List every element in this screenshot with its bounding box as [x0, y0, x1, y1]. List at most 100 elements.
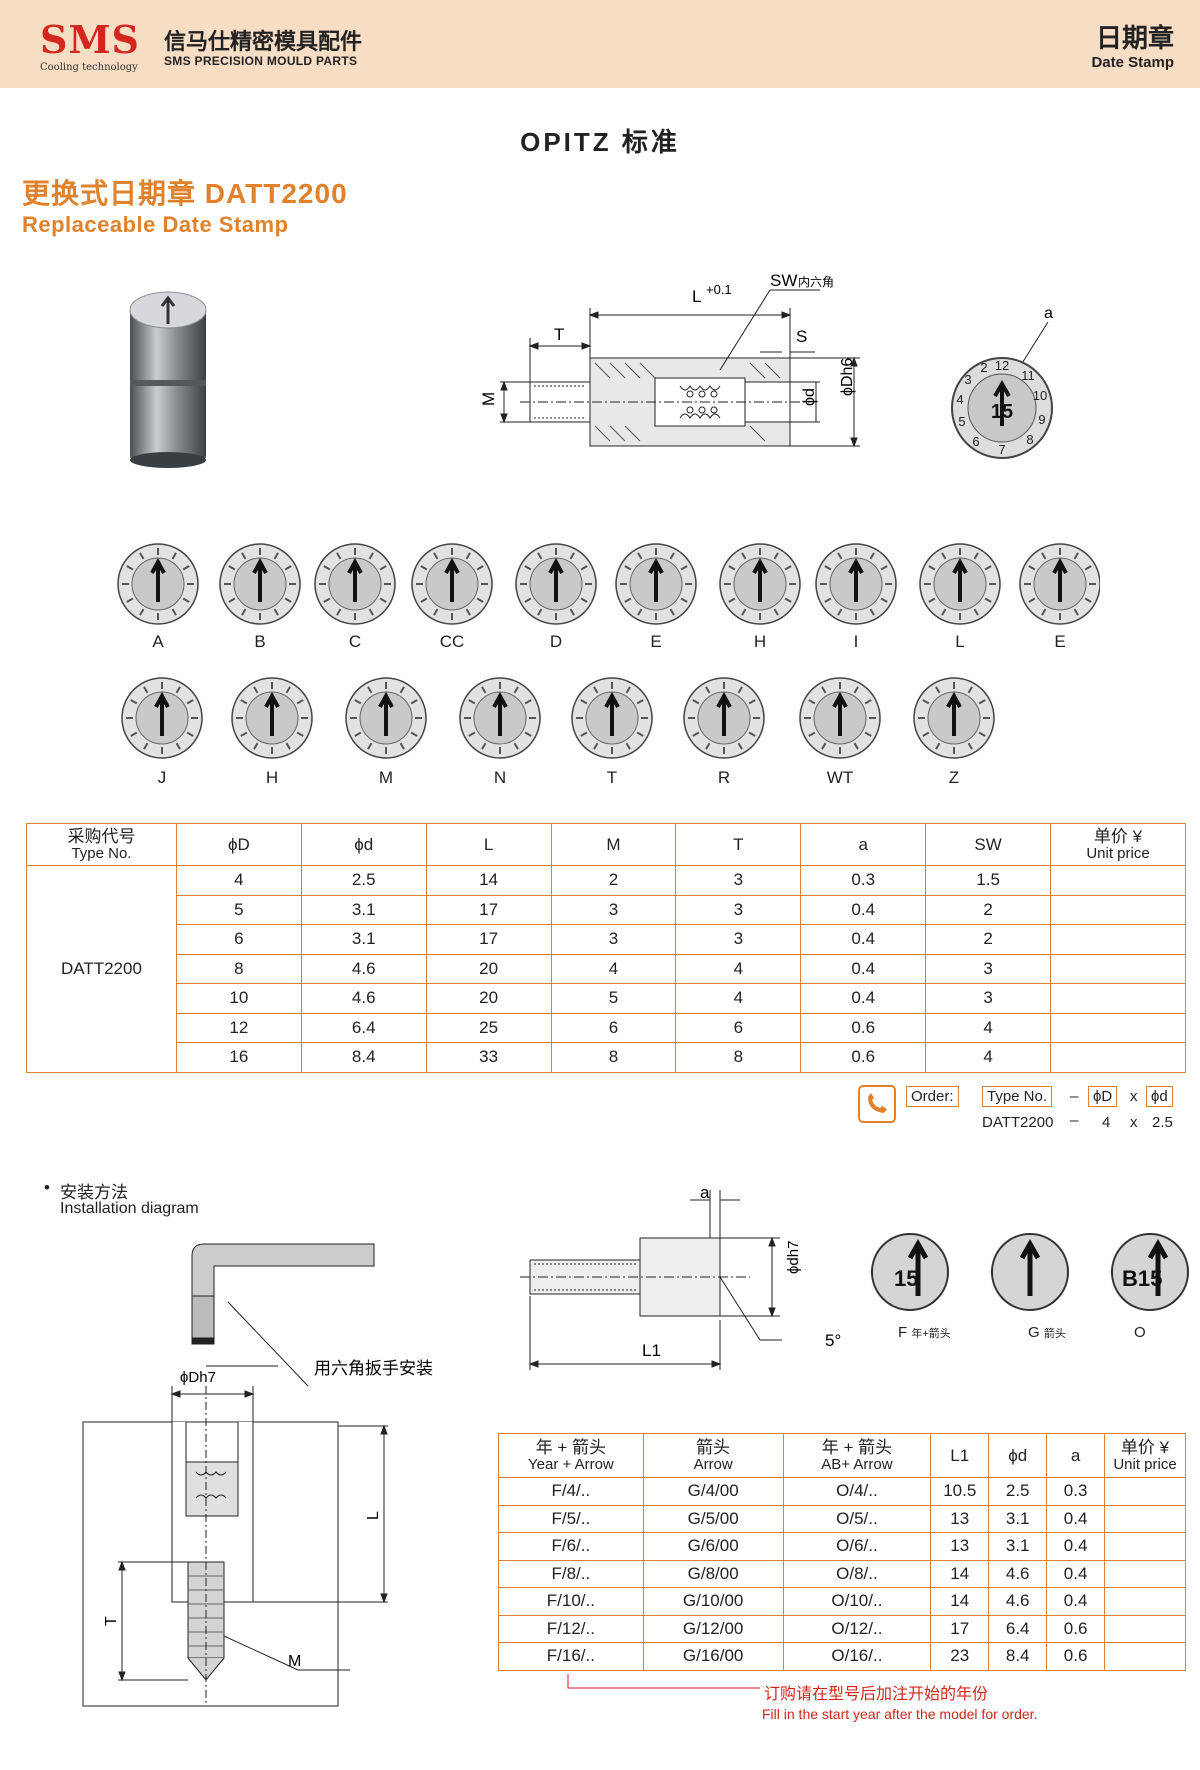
installation-title-en: Installation diagram — [60, 1200, 199, 1217]
page-header: SMS Cooling technology 信马仕精密模具配件 SMS PRE… — [0, 0, 1200, 88]
table-cell: 4 — [550, 953, 677, 984]
table-cell: 4 — [675, 953, 802, 984]
dial-label-r: R — [717, 768, 731, 787]
table-cell: 0.4 — [800, 983, 927, 1014]
table-cell: 0.4 — [1046, 1587, 1106, 1616]
table-cell: 6.4 — [300, 1012, 427, 1043]
dial-types-row-2 — [121, 677, 995, 759]
date-dial-r — [683, 677, 765, 759]
date-dial-e — [615, 543, 697, 625]
table-cell — [1104, 1642, 1186, 1671]
table-cell: F/6/.. — [498, 1532, 644, 1561]
spec-header-8: 单价 ¥Unit price — [1050, 823, 1186, 866]
dim-M-label: M — [479, 392, 498, 406]
date-dial-t — [571, 677, 653, 759]
svg-text:3: 3 — [964, 372, 971, 387]
table-cell: 0.4 — [1046, 1532, 1106, 1561]
date-dial-j — [121, 677, 203, 759]
date-dial-e — [1019, 543, 1100, 625]
insert-types: 15 B15 — [871, 1233, 1189, 1311]
table-cell: F/12/.. — [498, 1614, 644, 1643]
table-cell — [1104, 1532, 1186, 1561]
dial-label-n: N — [493, 768, 507, 787]
table-cell: 3.1 — [988, 1504, 1048, 1533]
spec-header-2: ϕd — [300, 823, 427, 866]
table-cell: 3 — [675, 924, 802, 955]
table-cell: 20 — [425, 953, 552, 984]
table-cell: F/4/.. — [498, 1477, 644, 1506]
table-cell — [1050, 865, 1186, 896]
insert-type-F-note: 年+箭头 — [911, 1328, 951, 1340]
svg-text:2: 2 — [980, 360, 987, 375]
section-title-en: Date Stamp — [1091, 54, 1174, 71]
dim-SW-note: 内六角 — [798, 275, 834, 289]
table-cell: F/10/.. — [498, 1587, 644, 1616]
table-cell: 0.6 — [1046, 1614, 1106, 1643]
table-cell: 3.1 — [300, 894, 427, 925]
table-cell: 4 — [925, 1042, 1052, 1073]
svg-text:B15: B15 — [1122, 1266, 1162, 1291]
table-cell: 4 — [175, 865, 302, 896]
date-dial-c — [314, 543, 396, 625]
insert-angle: 5° — [825, 1331, 841, 1350]
table-cell: 13 — [930, 1504, 990, 1533]
spec-header-4: M — [550, 823, 677, 866]
svg-text:15: 15 — [991, 401, 1013, 423]
table-cell: 3 — [550, 894, 677, 925]
table-cell: 0.6 — [800, 1012, 927, 1043]
table-cell: G/16/00 — [642, 1642, 784, 1671]
table-cell: 17 — [930, 1614, 990, 1643]
product-title-cn: 更换式日期章 DATT2200 — [22, 178, 348, 209]
dial-label-j: J — [157, 768, 167, 787]
install-dim-L: L — [365, 1511, 382, 1520]
table-cell: 33 — [425, 1042, 552, 1073]
table-cell: 8 — [550, 1042, 677, 1073]
table-cell: 2 — [925, 894, 1052, 925]
table-cell: 0.4 — [1046, 1504, 1106, 1533]
table-cell: O/4/.. — [782, 1477, 932, 1506]
dial-label-wt: WT — [826, 768, 854, 787]
order-note-cn: 订购请在型号后加注开始的年份 — [764, 1686, 989, 1703]
dial-label-e: E — [650, 632, 662, 651]
table-cell: 8 — [175, 953, 302, 984]
insert-header-5: a — [1046, 1433, 1106, 1478]
product-photo — [129, 291, 207, 468]
table-cell: 3 — [925, 983, 1052, 1014]
table-cell: F/16/.. — [498, 1642, 644, 1671]
table-cell: 0.4 — [800, 924, 927, 955]
dial-label-z: Z — [948, 768, 960, 787]
logo-wordmark: SMS — [40, 17, 140, 62]
table-cell: O/16/.. — [782, 1642, 932, 1671]
insert-drawing: a ϕdh7 L1 5° — [520, 1183, 841, 1370]
table-cell: 6.4 — [988, 1614, 1048, 1643]
date-dial-d — [515, 543, 597, 625]
svg-text:8: 8 — [1026, 432, 1033, 447]
table-cell: 6 — [175, 924, 302, 955]
table-cell: 3 — [550, 924, 677, 955]
date-dial-wt — [799, 677, 881, 759]
table-cell: 4.6 — [988, 1559, 1048, 1588]
product-title-en: Replaceable Date Stamp — [22, 212, 289, 237]
svg-text:9: 9 — [1038, 412, 1045, 427]
install-dim-T: T — [103, 1616, 120, 1626]
table-cell: 4 — [675, 983, 802, 1014]
table-cell: 0.4 — [800, 953, 927, 984]
table-cell — [1050, 1012, 1186, 1043]
table-cell: G/5/00 — [642, 1504, 784, 1533]
table-cell: 4.6 — [300, 953, 427, 984]
installation-title-cn: 安装方法 — [60, 1183, 128, 1202]
table-cell: 14 — [425, 865, 552, 896]
dim-phiD-label: ϕDh6 — [839, 358, 856, 396]
table-cell: F/5/.. — [498, 1504, 644, 1533]
svg-text:12: 12 — [995, 358, 1009, 373]
